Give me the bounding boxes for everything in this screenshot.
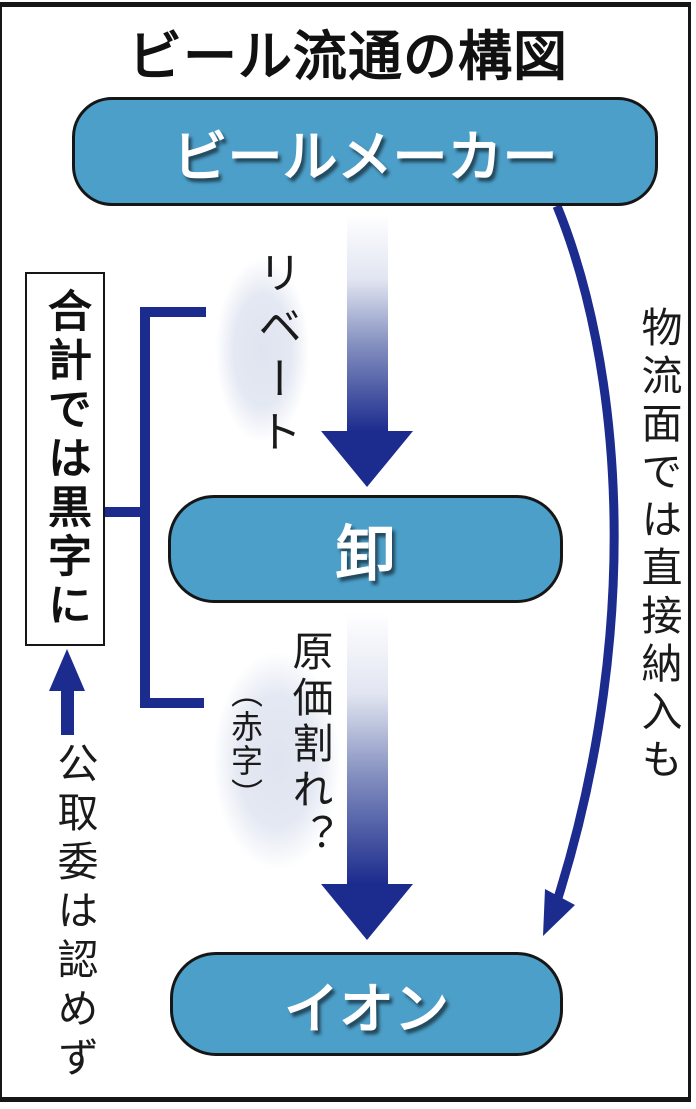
maker-to-wholesaler-arrow-head — [321, 431, 413, 487]
node-beer-maker: ビールメーカー — [72, 97, 658, 206]
ftc-disapproval-label: 公取委は認めず — [50, 742, 98, 1085]
bracket-middle-connector — [104, 507, 150, 517]
ftc-up-arrow-head — [49, 649, 85, 691]
total-in-black-label: 合計では黒字に — [40, 287, 91, 631]
below-cost-label: 原価割れ？ — [285, 630, 333, 860]
node-wholesaler: 卸 — [168, 495, 563, 603]
maker-to-wholesaler-arrow-stem — [347, 214, 388, 432]
node-beer-maker-label: ビールメーカー — [172, 124, 558, 189]
wholesaler-to-retailer-arrow-stem — [347, 612, 388, 884]
wholesaler-to-retailer-arrow-head — [321, 884, 413, 940]
total-in-black-box: 合計では黒字に — [25, 272, 105, 646]
node-aeon: イオン — [170, 952, 563, 1056]
bracket-top-stub — [140, 307, 206, 317]
rebate-label: リベート — [250, 250, 301, 462]
direct-delivery-label: 物流面では直接納入も — [634, 306, 682, 786]
diagram-title: ビール流通の構図 — [128, 25, 568, 88]
deficit-note-label: （赤字） — [226, 676, 264, 812]
ftc-up-arrow-stem — [61, 689, 74, 735]
node-aeon-label: イオン — [283, 977, 449, 1041]
node-wholesaler-label: 卸 — [335, 519, 396, 590]
bracket-bottom-stub — [140, 698, 204, 708]
